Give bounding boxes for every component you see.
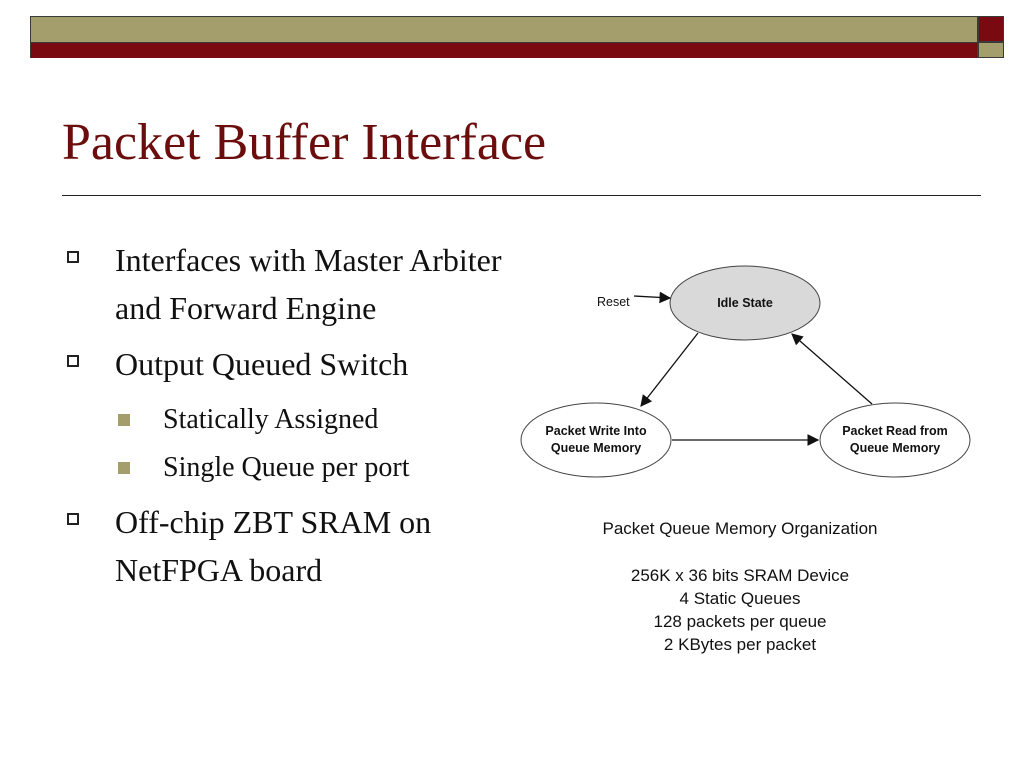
bullet-item-1: Interfaces with Master Arbiter and Forwa… <box>62 236 502 332</box>
read-to-idle-arrow <box>791 333 873 405</box>
bullet-text: Output Queued Switch <box>115 346 409 382</box>
header-olive-stripe <box>31 17 977 43</box>
caption-line: 4 Static Queues <box>679 589 801 608</box>
filled-square-bullet-icon <box>118 462 130 474</box>
caption-line: 2 KBytes per packet <box>663 635 817 654</box>
sub-bullet-item-2: Single Queue per port <box>62 444 502 492</box>
hollow-square-bullet-icon <box>67 513 79 525</box>
read-state-node <box>819 402 971 478</box>
memory-organization-caption: Packet Queue Memory Organization 256K x … <box>560 517 920 656</box>
bullet-item-3: Off-chip ZBT SRAM on NetFPGA board <box>62 498 502 594</box>
filled-square-bullet-icon <box>118 414 130 426</box>
read-state-label-line-1: Packet Read from <box>842 424 948 438</box>
hollow-square-bullet-icon <box>67 355 79 367</box>
write-state-label-line-1: Packet Write Into <box>545 424 647 438</box>
corner-block-olive <box>978 42 1004 58</box>
hollow-square-bullet-icon <box>67 251 79 263</box>
reset-arrow <box>633 291 672 304</box>
write-state-label-line-2: Queue Memory <box>551 441 641 455</box>
sub-bullet-text: Single Queue per port <box>163 452 410 483</box>
header-maroon-stripe <box>31 43 977 58</box>
write-state-node <box>520 402 672 478</box>
title-divider <box>62 195 981 196</box>
reset-label: Reset <box>597 295 630 309</box>
sub-bullet-text: Statically Assigned <box>163 404 379 435</box>
caption-line: 128 packets per queue <box>653 612 827 631</box>
header-band <box>30 16 978 58</box>
bullet-text: Interfaces with Master Arbiter and Forwa… <box>115 242 502 326</box>
idle-state-label: Idle State <box>717 296 773 310</box>
caption-line: 256K x 36 bits SRAM Device <box>630 566 850 585</box>
bullet-text: Off-chip ZBT SRAM on NetFPGA board <box>115 504 432 588</box>
caption-heading: Packet Queue Memory Organization <box>602 519 878 538</box>
read-state-label-line-2: Queue Memory <box>850 441 940 455</box>
sub-bullet-item-1: Statically Assigned <box>62 396 502 444</box>
bullet-list: Interfaces with Master Arbiter and Forwa… <box>62 236 502 602</box>
bullet-item-2: Output Queued Switch <box>62 340 502 388</box>
corner-block-maroon <box>978 16 1004 42</box>
slide-title: Packet Buffer Interface <box>62 114 547 171</box>
idle-to-write-arrow <box>640 332 699 407</box>
